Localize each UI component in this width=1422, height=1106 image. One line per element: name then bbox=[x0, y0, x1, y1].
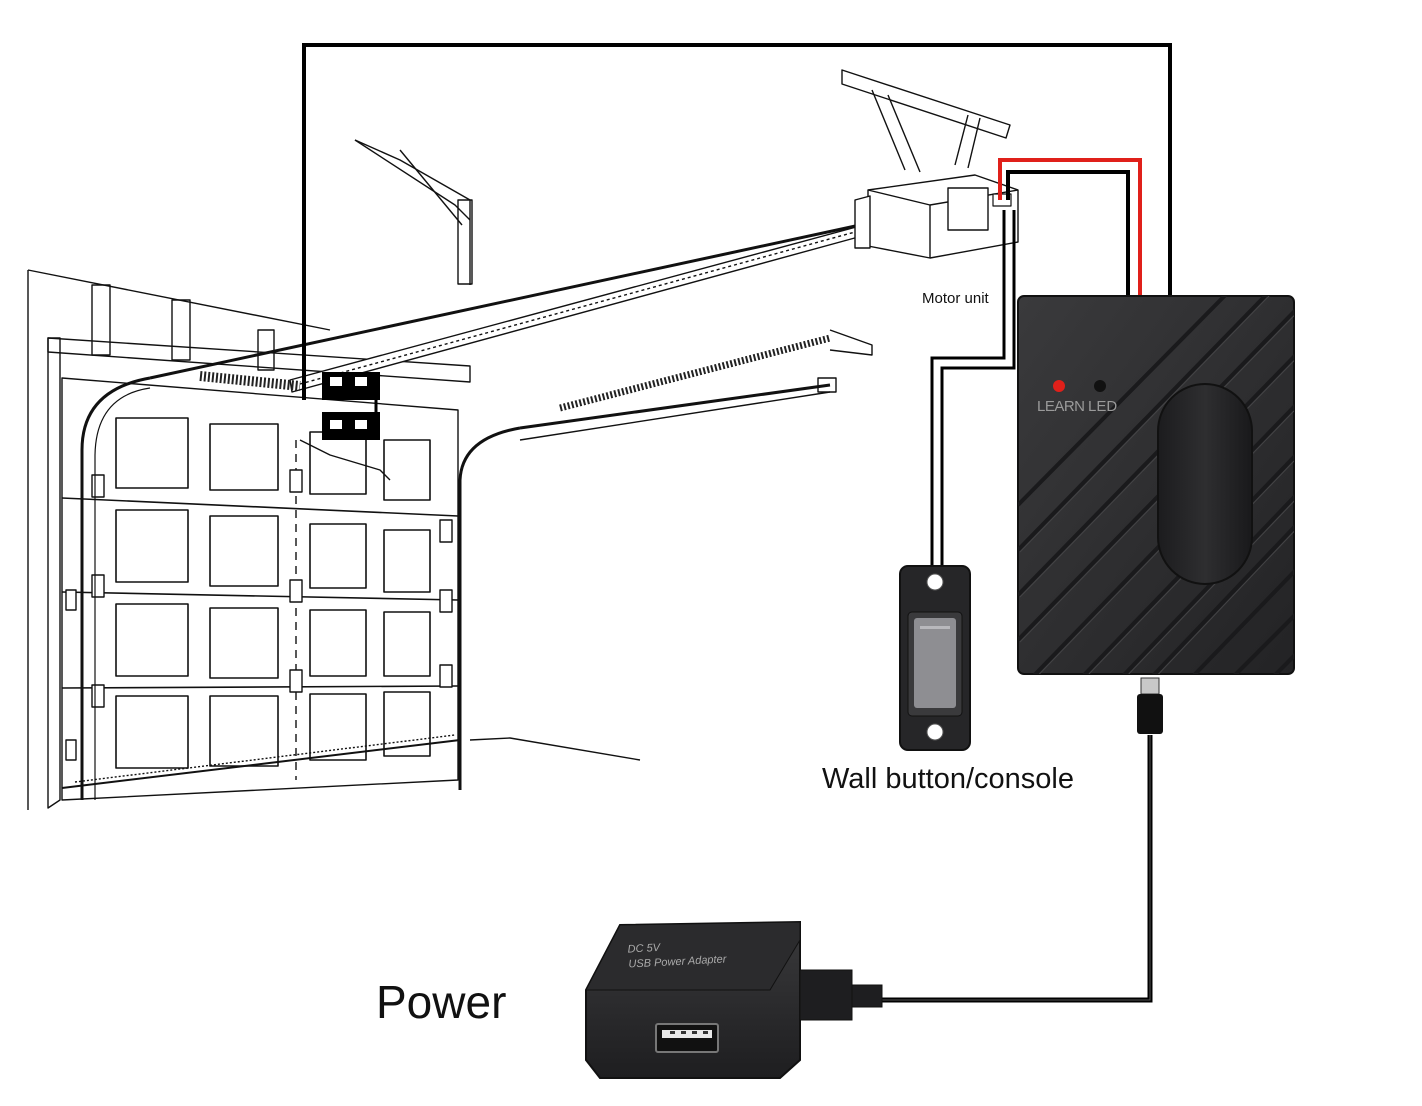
door-panels bbox=[61, 417, 459, 769]
wall-button-key bbox=[914, 618, 956, 708]
wall-button-label: Wall button/console bbox=[822, 763, 1075, 795]
adapter-label: DC 5V USB Power Adapter bbox=[627, 937, 726, 972]
screw-hole-bottom bbox=[926, 723, 944, 741]
micro-usb-plug bbox=[1137, 677, 1163, 734]
wall-button-console bbox=[899, 565, 971, 751]
usb-power-adapter bbox=[585, 920, 883, 1079]
wall-button-wire-b bbox=[940, 210, 1016, 570]
motor-unit-label: Motor unit bbox=[922, 290, 989, 307]
screw-hole-top bbox=[926, 573, 944, 591]
red-wire bbox=[998, 158, 1142, 296]
led-indicator bbox=[1094, 380, 1106, 392]
power-label: Power bbox=[376, 976, 507, 1028]
black-wire-controller bbox=[1006, 170, 1130, 296]
wires bbox=[302, 43, 1172, 1003]
led-label: LED bbox=[1088, 398, 1118, 415]
garage-illustration bbox=[27, 69, 1019, 810]
learn-indicator bbox=[1053, 380, 1065, 392]
wall-button-wire-a bbox=[930, 210, 1006, 570]
motor-unit bbox=[854, 174, 1019, 259]
controller-device bbox=[1017, 295, 1295, 675]
learn-label: LEARN bbox=[1037, 398, 1085, 415]
controller-pill-button bbox=[1157, 383, 1253, 585]
sensor-wire bbox=[302, 43, 1172, 400]
door-sensor bbox=[322, 372, 380, 440]
